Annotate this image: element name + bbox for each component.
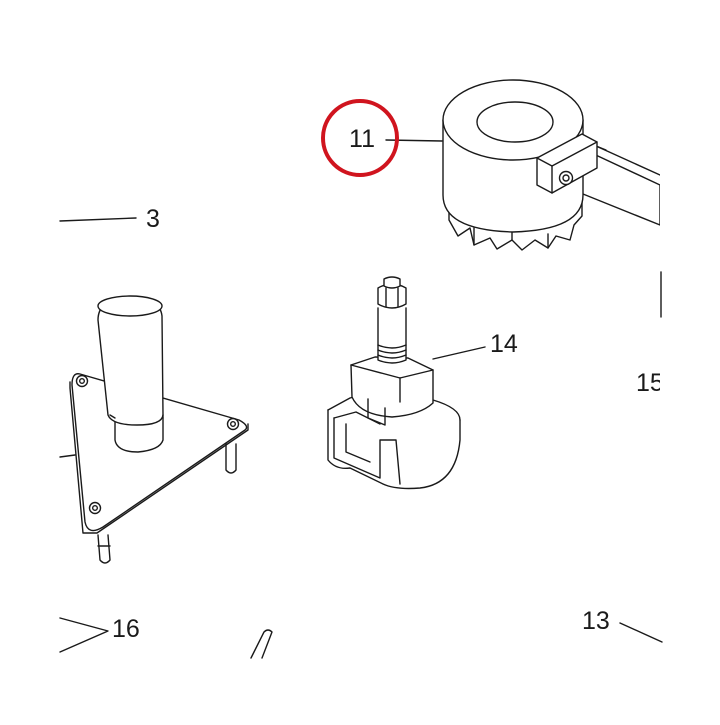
leader-16: [59, 617, 109, 653]
callout-14: 14: [490, 330, 518, 358]
part-14-bolt-holder: [327, 276, 461, 490]
leader-3: [59, 217, 137, 222]
leader-13: [619, 622, 663, 643]
callout-16: 16: [112, 615, 140, 643]
callout-3: 3: [146, 205, 160, 233]
part-11-socket-tool: [442, 79, 660, 251]
leader-11: [385, 139, 443, 142]
part-3-triangle-tool: [69, 295, 249, 564]
callout-11: 11: [349, 125, 375, 153]
callout-15: 15: [636, 369, 664, 397]
callout-13: 13: [582, 607, 610, 635]
leader-14: [432, 346, 486, 360]
pin-part: [250, 629, 273, 659]
highlight-circle-11: [321, 99, 399, 177]
